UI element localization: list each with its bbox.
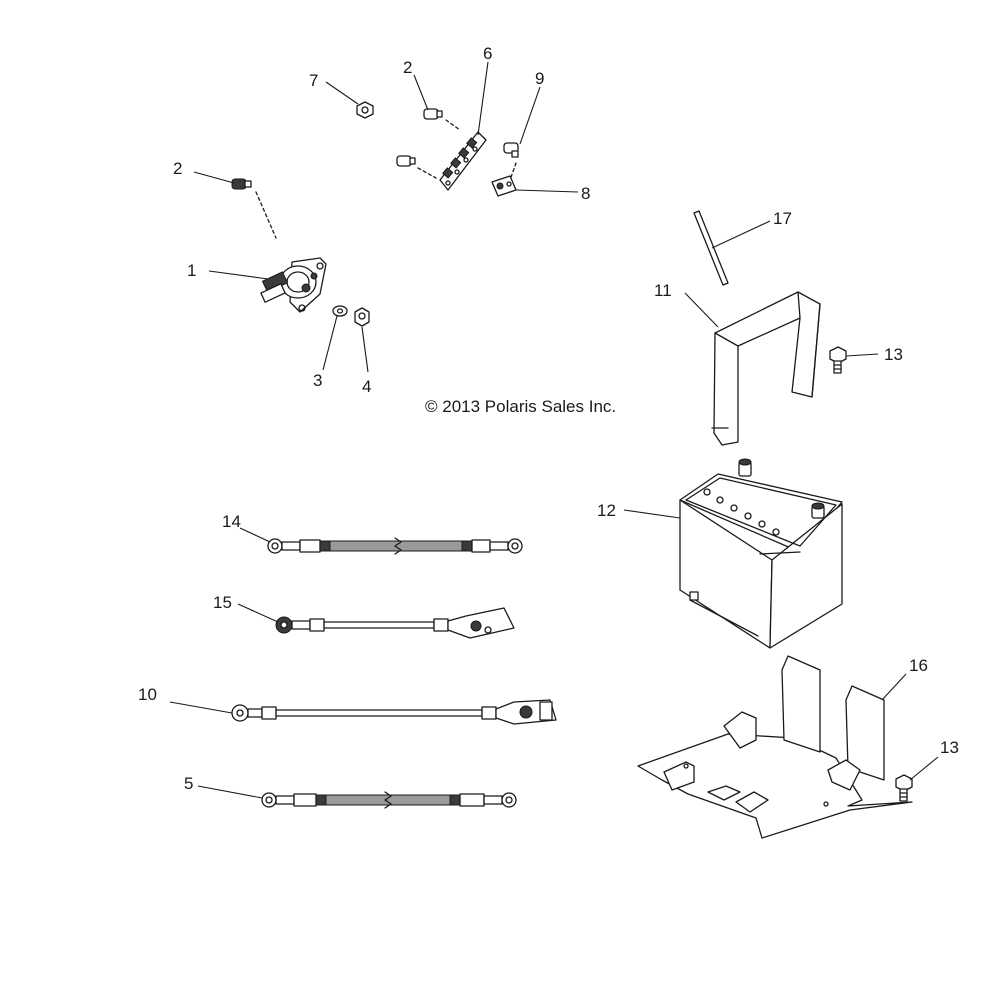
leader-2-top (413, 74, 429, 111)
part-2-screw-lower (396, 155, 437, 179)
callout-7: 7 (309, 71, 318, 90)
leader-7 (325, 81, 359, 105)
leader-12 (623, 509, 681, 519)
leader-4 (361, 326, 369, 373)
part-13-bolt-bottom (895, 774, 913, 802)
callout-5: 5 (184, 774, 193, 793)
part-8-clip (491, 175, 517, 197)
callout-9: 9 (535, 69, 544, 88)
part-3-washer (332, 305, 348, 317)
callout-3: 3 (313, 371, 322, 390)
part-2-screw-top (423, 108, 461, 131)
part-1-solenoid (260, 257, 327, 313)
callout-8: 8 (581, 184, 590, 203)
callout-4: 4 (362, 377, 371, 396)
callout-16: 16 (909, 656, 928, 675)
part-9-screw (503, 142, 519, 181)
leader-15 (237, 603, 279, 623)
leader-10 (169, 701, 233, 714)
part-7-nut (356, 101, 374, 119)
callout-11: 11 (654, 281, 672, 300)
leader-14 (239, 527, 271, 543)
part-6-terminal-block (439, 131, 487, 191)
callout-2-top: 2 (403, 58, 412, 77)
callout-14: 14 (222, 512, 241, 531)
part-10-battery-cable (231, 699, 557, 725)
leader-5 (197, 785, 263, 799)
callout-13-bottom: 13 (940, 738, 959, 757)
copyright-notice: © 2013 Polaris Sales Inc. (425, 397, 616, 416)
part-4-nut (354, 307, 370, 327)
leader-13-bottom (909, 756, 939, 781)
part-17-strap (693, 210, 729, 286)
part-5-braided-strap (261, 791, 517, 809)
callout-17: 17 (773, 209, 792, 228)
part-12-battery (679, 458, 843, 649)
part-16-battery-tray (637, 655, 913, 839)
part-11-bracket (711, 291, 821, 446)
part-2-screw-left (231, 178, 277, 239)
leader-6 (477, 61, 489, 136)
leader-11 (684, 292, 719, 328)
part-14-ground-strap (267, 537, 523, 555)
callout-13-top: 13 (884, 345, 903, 364)
leader-16 (881, 673, 907, 701)
callout-6: 6 (483, 44, 492, 63)
leader-1 (208, 270, 269, 280)
part-13-bolt-top (829, 346, 847, 374)
leader-2-left (193, 171, 235, 184)
leader-17 (711, 220, 771, 249)
leader-13-top (845, 353, 879, 357)
callout-1: 1 (187, 261, 196, 280)
leader-3 (322, 315, 338, 371)
leader-8 (515, 189, 579, 193)
callout-15: 15 (213, 593, 232, 612)
callout-10: 10 (138, 685, 157, 704)
callout-12: 12 (597, 501, 616, 520)
part-15-battery-cable (275, 607, 515, 639)
callout-2-left: 2 (173, 159, 182, 178)
leader-9 (519, 86, 541, 145)
